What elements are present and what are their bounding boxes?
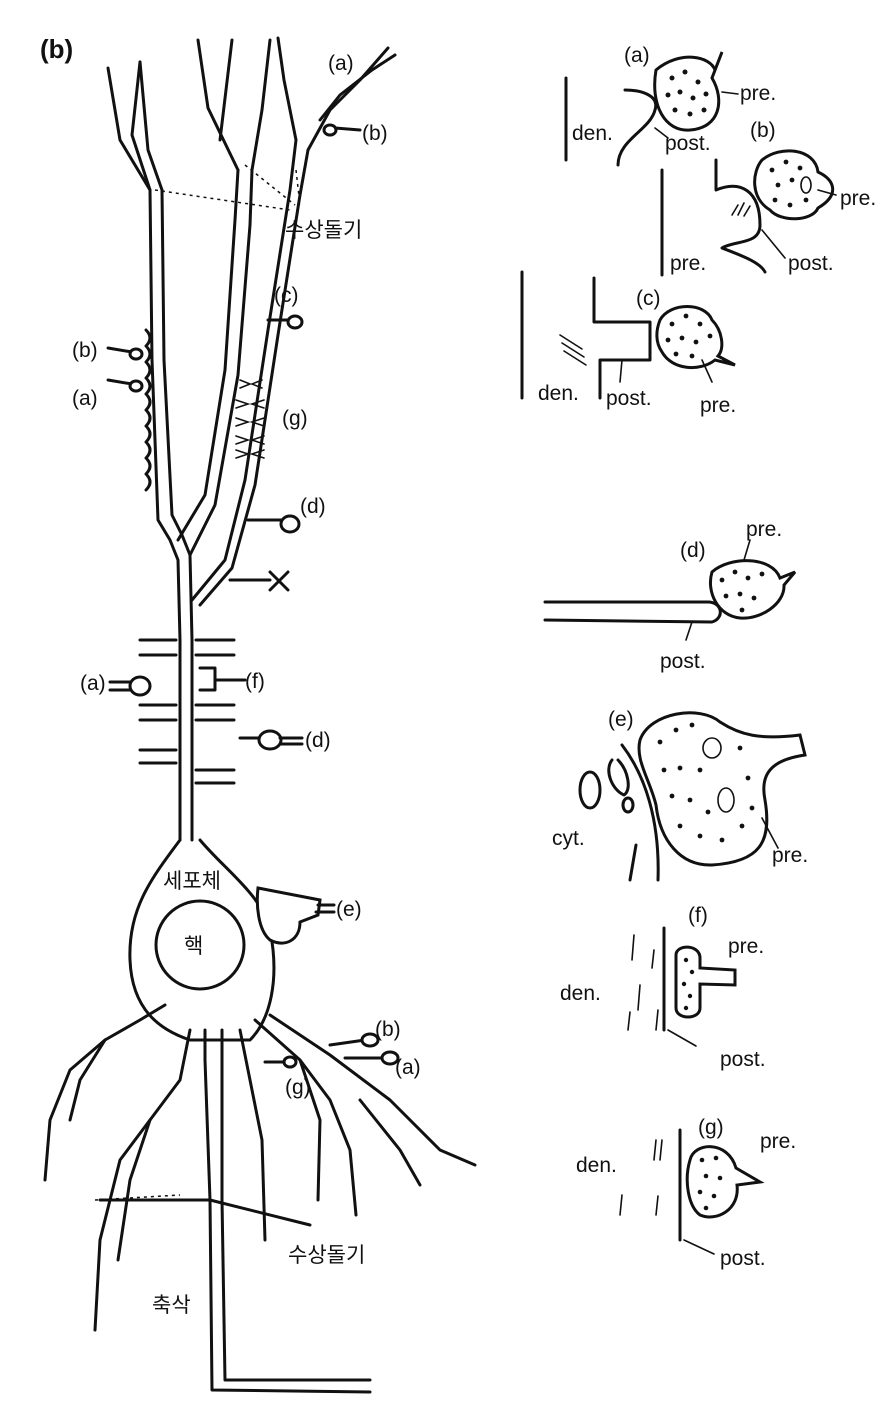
marker-a-left: (a) [72,387,98,410]
neuron-drawing [43,36,477,1394]
marker-d-lower: (d) [305,729,331,752]
inset-d-pre: pre. [746,518,782,541]
inset-b: (b) pre. pre. post. [660,119,876,277]
marker-b-bottom: (b) [375,1018,401,1041]
inset-a-pre: pre. [740,82,776,105]
inset-e-pre: pre. [772,844,808,867]
inset-f-den: den. [560,982,601,1005]
inset-c-den: den. [538,382,579,405]
inset-c-pre: pre. [700,394,736,417]
inset-g-pre: pre. [760,1130,796,1153]
nucleus-label: 핵 [184,935,203,958]
axon-label: 축삭 [152,1294,191,1317]
inset-c-post: post. [606,387,652,410]
inset-c-label: (c) [636,287,661,310]
inset-d-post: post. [660,650,706,673]
inset-b-label: (b) [750,119,776,142]
marker-c: (c) [274,284,299,307]
inset-b-pre-right: pre. [840,187,876,210]
inset-b-post: post. [788,252,834,275]
inset-f: (f) pre. den. post. [560,904,766,1071]
inset-g-label: (g) [698,1116,724,1139]
dendrite-label-top: 수상돌기 [285,219,362,242]
inset-d-label: (d) [680,539,706,562]
inset-d: (d) pre. post. [543,518,797,673]
inset-a-label: (a) [624,44,650,67]
inset-f-label: (f) [688,904,708,927]
marker-g-bottom: (g) [285,1076,311,1099]
soma-label: 세포체 [163,870,221,893]
marker-g-mid: (g) [282,407,308,430]
marker-a-lower: (a) [80,672,106,695]
inset-g-post: post. [720,1247,766,1270]
marker-e: (e) [336,898,362,921]
marker-d-upper: (d) [300,495,326,518]
inset-g: (g) pre. den. post. [576,1116,796,1270]
inset-a: (a) pre. den. post. [564,44,776,167]
marker-f: (f) [245,670,265,693]
inset-c: (c) den. post. pre. [520,270,736,417]
marker-b-top: (b) [362,122,388,145]
panel-label: (b) [40,34,73,64]
inset-e: (e) cyt. pre. [552,708,808,882]
inset-a-den: den. [572,122,613,145]
inset-b-pre-left: pre. [670,252,706,275]
inset-f-post: post. [720,1048,766,1071]
inset-e-label: (e) [608,708,634,731]
inset-e-cyt: cyt. [552,827,585,850]
dendrite-label-bottom: 수상돌기 [288,1244,365,1267]
inset-g-den: den. [576,1154,617,1177]
marker-b-left: (b) [72,339,98,362]
marker-a-bottom: (a) [395,1056,421,1079]
marker-a-top: (a) [328,52,354,75]
inset-f-pre: pre. [728,935,764,958]
inset-a-post: post. [665,132,711,155]
